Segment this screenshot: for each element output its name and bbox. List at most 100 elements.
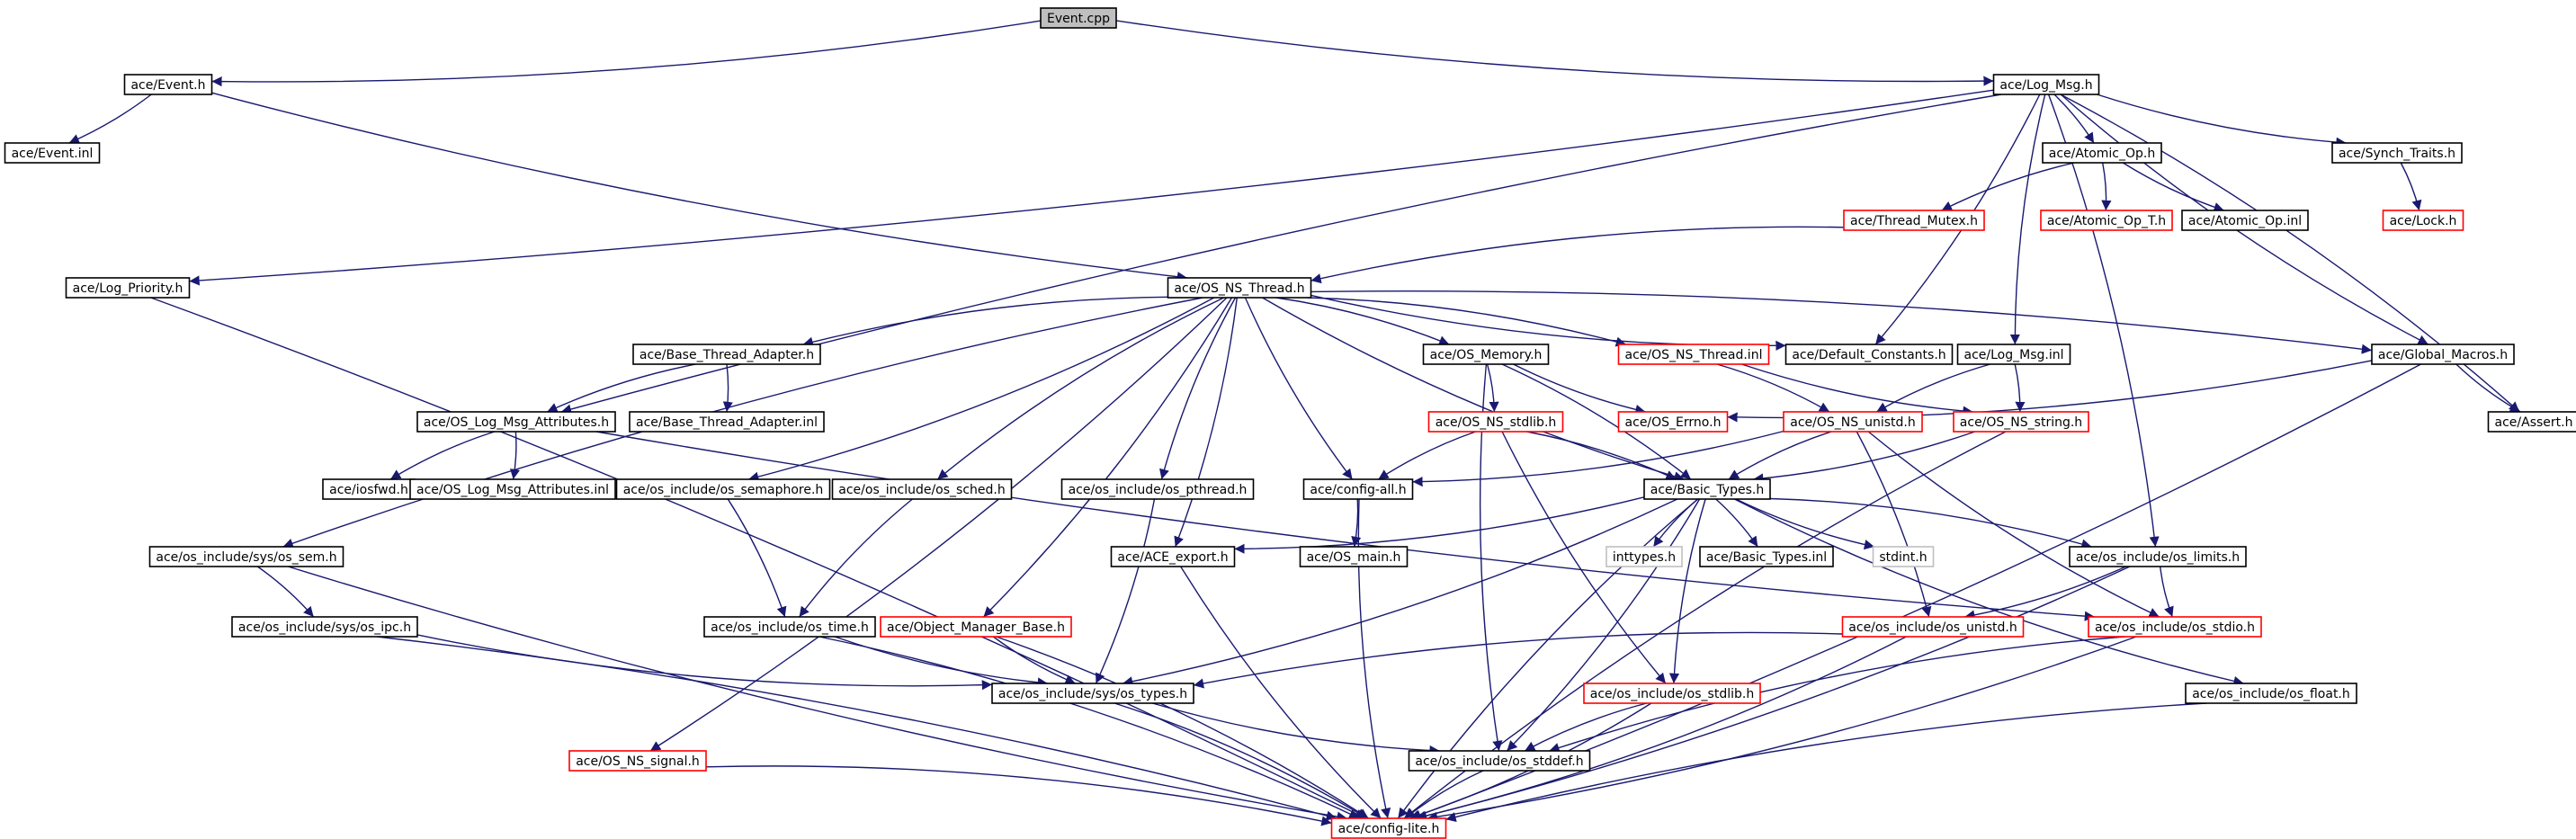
node-box[interactable] bbox=[615, 478, 831, 500]
node-os-stddef-h[interactable]: ace/os_include/os_stddef.h bbox=[1408, 750, 1591, 772]
node-box[interactable] bbox=[1583, 683, 1761, 704]
node-box[interactable] bbox=[2181, 210, 2309, 231]
node-box[interactable] bbox=[1330, 817, 1447, 839]
node-box[interactable] bbox=[831, 478, 1013, 500]
node-sys-os-types-h[interactable]: ace/os_include/sys/os_types.h bbox=[991, 683, 1194, 704]
node-os-log-msg-attributes-inl[interactable]: ace/OS_Log_Msg_Attributes.inl bbox=[409, 478, 616, 500]
node-box[interactable] bbox=[632, 344, 821, 365]
node-box[interactable] bbox=[1699, 546, 1834, 567]
node-os-stdlib-h[interactable]: ace/os_include/os_stdlib.h bbox=[1583, 683, 1761, 704]
node-box[interactable] bbox=[2040, 210, 2173, 231]
node-box[interactable] bbox=[1422, 344, 1550, 365]
node-os-ns-string-h[interactable]: ace/OS_NS_string.h bbox=[1953, 411, 2089, 433]
node-assert-h[interactable]: ace/Assert.h bbox=[2487, 411, 2576, 433]
node-box[interactable] bbox=[123, 74, 213, 95]
node-os-ns-thread-inl[interactable]: ace/OS_NS_Thread.inl bbox=[1617, 344, 1770, 365]
node-os-semaphore-h[interactable]: ace/os_include/os_semaphore.h bbox=[615, 478, 831, 500]
node-os-unistd-h[interactable]: ace/os_include/os_unistd.h bbox=[1841, 616, 2025, 638]
node-atomic-op-inl[interactable]: ace/Atomic_Op.inl bbox=[2181, 210, 2309, 231]
node-box[interactable] bbox=[1060, 478, 1255, 500]
node-box[interactable] bbox=[1872, 546, 1935, 567]
node-ace-export-h[interactable]: ace/ACE_export.h bbox=[1110, 546, 1236, 567]
node-box[interactable] bbox=[568, 750, 707, 772]
node-box[interactable] bbox=[2069, 546, 2247, 567]
node-os-limits-h[interactable]: ace/os_include/os_limits.h bbox=[2069, 546, 2247, 567]
node-box[interactable] bbox=[1956, 344, 2071, 365]
node-box[interactable] bbox=[1606, 546, 1683, 567]
node-box[interactable] bbox=[2185, 683, 2357, 704]
node-os-errno-h[interactable]: ace/OS_Errno.h bbox=[1617, 411, 1729, 433]
node-config-lite-h[interactable]: ace/config-lite.h bbox=[1330, 817, 1447, 839]
node-box[interactable] bbox=[1427, 411, 1564, 433]
node-os-float-h[interactable]: ace/os_include/os_float.h bbox=[2185, 683, 2357, 704]
node-os-main-h[interactable]: ace/OS_main.h bbox=[1299, 546, 1409, 567]
node-box[interactable] bbox=[65, 277, 191, 299]
node-log-priority-h[interactable]: ace/Log_Priority.h bbox=[65, 277, 191, 299]
node-box[interactable] bbox=[2382, 210, 2464, 231]
node-sys-os-sem-h[interactable]: ace/os_include/sys/os_sem.h bbox=[148, 546, 344, 567]
node-thread-mutex-h[interactable]: ace/Thread_Mutex.h bbox=[1843, 210, 1985, 231]
node-box[interactable] bbox=[2042, 142, 2162, 164]
node-box[interactable] bbox=[629, 411, 825, 433]
node-box[interactable] bbox=[1783, 411, 1923, 433]
node-stdint-h[interactable]: stdint.h bbox=[1872, 546, 1935, 567]
node-object-manager-base-h[interactable]: ace/Object_Manager_Base.h bbox=[880, 616, 1072, 638]
node-os-ns-signal-h[interactable]: ace/OS_NS_signal.h bbox=[568, 750, 707, 772]
node-box[interactable] bbox=[148, 546, 344, 567]
node-config-all-h[interactable]: ace/config-all.h bbox=[1302, 478, 1414, 500]
node-sys-os-ipc-h[interactable]: ace/os_include/sys/os_ipc.h bbox=[231, 616, 418, 638]
node-box[interactable] bbox=[1784, 344, 1954, 365]
node-box[interactable] bbox=[2331, 142, 2463, 164]
node-os-pthread-h[interactable]: ace/os_include/os_pthread.h bbox=[1060, 478, 1255, 500]
node-basic-types-h[interactable]: ace/Basic_Types.h bbox=[1643, 478, 1771, 500]
node-base-thread-adapter-h[interactable]: ace/Base_Thread_Adapter.h bbox=[632, 344, 821, 365]
node-box[interactable] bbox=[1408, 750, 1591, 772]
node-lock-h[interactable]: ace/Lock.h bbox=[2382, 210, 2464, 231]
node-log-msg-h[interactable]: ace/Log_Msg.h bbox=[1992, 74, 2100, 95]
node-box[interactable] bbox=[1167, 277, 1312, 299]
node-os-time-h[interactable]: ace/os_include/os_time.h bbox=[703, 616, 876, 638]
node-box[interactable] bbox=[703, 616, 876, 638]
node-os-ns-stdlib-h[interactable]: ace/OS_NS_stdlib.h bbox=[1427, 411, 1564, 433]
node-log-msg-inl[interactable]: ace/Log_Msg.inl bbox=[1956, 344, 2071, 365]
node-box[interactable] bbox=[1302, 478, 1414, 500]
node-base-thread-adapter-inl[interactable]: ace/Base_Thread_Adapter.inl bbox=[629, 411, 825, 433]
node-default-constants-h[interactable]: ace/Default_Constants.h bbox=[1784, 344, 1954, 365]
node-global-macros-h[interactable]: ace/Global_Macros.h bbox=[2371, 344, 2515, 365]
node-basic-types-inl[interactable]: ace/Basic_Types.inl bbox=[1699, 546, 1834, 567]
edge-os_ns_thread_h-to-config_all_h bbox=[1244, 297, 1354, 480]
node-inttypes-h[interactable]: inttypes.h bbox=[1606, 546, 1683, 567]
node-box[interactable] bbox=[1110, 546, 1236, 567]
node-box[interactable] bbox=[2371, 344, 2515, 365]
node-event-inl[interactable]: ace/Event.inl bbox=[4, 142, 101, 164]
node-synch-traits-h[interactable]: ace/Synch_Traits.h bbox=[2331, 142, 2463, 164]
node-os-stdio-h[interactable]: ace/os_include/os_stdio.h bbox=[2088, 616, 2262, 638]
node-atomic-op-h[interactable]: ace/Atomic_Op.h bbox=[2042, 142, 2162, 164]
node-os-ns-thread-h[interactable]: ace/OS_NS_Thread.h bbox=[1167, 277, 1312, 299]
node-box[interactable] bbox=[1841, 616, 2025, 638]
node-box[interactable] bbox=[2487, 411, 2576, 433]
node-event-h[interactable]: ace/Event.h bbox=[123, 74, 213, 95]
node-box[interactable] bbox=[409, 478, 616, 500]
node-atomic-op-t-h[interactable]: ace/Atomic_Op_T.h bbox=[2040, 210, 2173, 231]
node-box[interactable] bbox=[1299, 546, 1409, 567]
node-box[interactable] bbox=[991, 683, 1194, 704]
node-event-cpp[interactable]: Event.cpp bbox=[1040, 7, 1117, 29]
node-box[interactable] bbox=[1617, 411, 1729, 433]
node-box[interactable] bbox=[1843, 210, 1985, 231]
node-box[interactable] bbox=[1617, 344, 1770, 365]
node-iosfwd-h[interactable]: ace/iosfwd.h bbox=[322, 478, 416, 500]
node-box[interactable] bbox=[1040, 7, 1117, 29]
node-box[interactable] bbox=[231, 616, 418, 638]
node-os-ns-unistd-h[interactable]: ace/OS_NS_unistd.h bbox=[1783, 411, 1923, 433]
node-box[interactable] bbox=[416, 411, 616, 433]
node-box[interactable] bbox=[1643, 478, 1771, 500]
node-os-sched-h[interactable]: ace/os_include/os_sched.h bbox=[831, 478, 1013, 500]
node-box[interactable] bbox=[880, 616, 1072, 638]
node-box[interactable] bbox=[4, 142, 101, 164]
node-os-log-msg-attributes-h[interactable]: ace/OS_Log_Msg_Attributes.h bbox=[416, 411, 616, 433]
node-os-memory-h[interactable]: ace/OS_Memory.h bbox=[1422, 344, 1550, 365]
node-box[interactable] bbox=[1953, 411, 2089, 433]
node-box[interactable] bbox=[2088, 616, 2262, 638]
node-box[interactable] bbox=[1992, 74, 2100, 95]
